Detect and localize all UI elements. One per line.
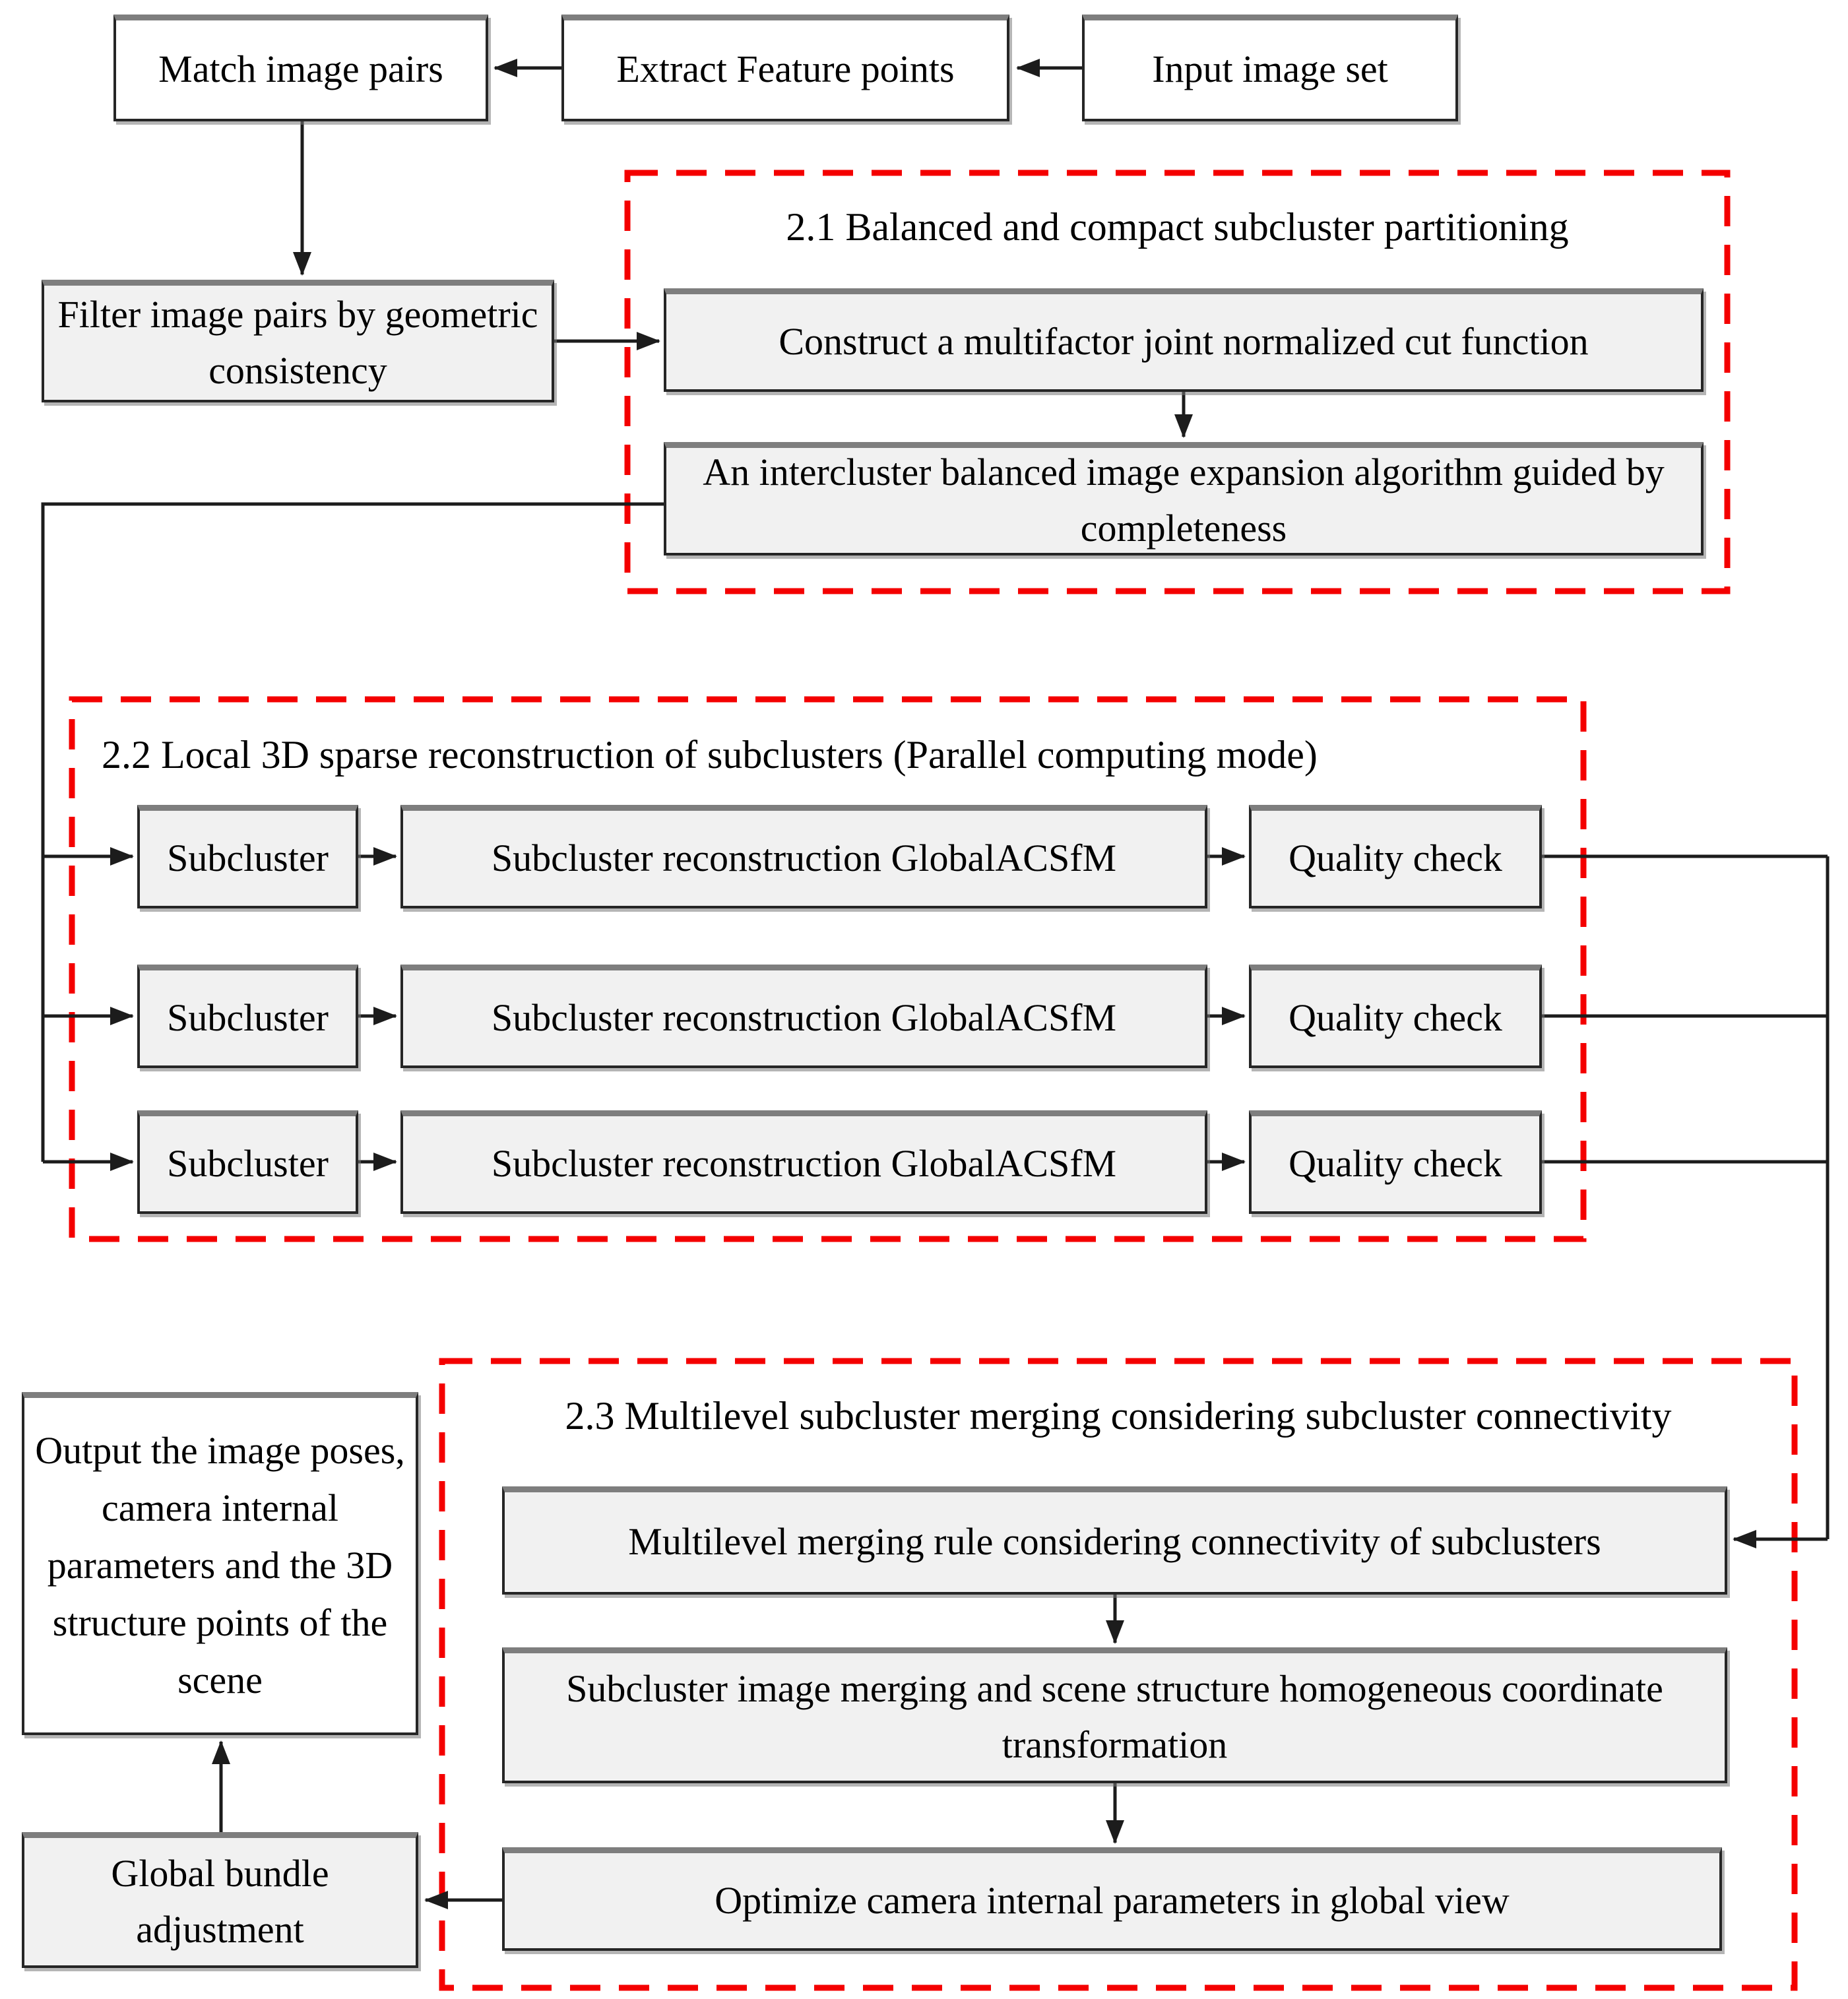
section-2-2-title: 2.2 Local 3D sparse reconstruction of su… xyxy=(102,733,1318,777)
node-quality-check-2: Quality check xyxy=(1249,965,1542,1068)
node-quality-check-3: Quality check xyxy=(1249,1110,1542,1214)
node-reconstruction-2: Subcluster reconstruction GlobalACSfM xyxy=(400,965,1207,1068)
section-2-1-dashed-frame xyxy=(624,170,1731,594)
node-output-results: Output the image poses, camera internal … xyxy=(22,1392,418,1735)
node-subcluster-2: Subcluster xyxy=(137,965,358,1068)
section-2-3-dashed-frame xyxy=(439,1358,1798,1991)
line-expansion-to-left-trunk xyxy=(41,502,664,1162)
node-global-bundle-adjustment: Global bundle adjustment xyxy=(22,1832,418,1968)
node-intercluster-expansion: An intercluster balanced image expansion… xyxy=(664,442,1704,555)
node-reconstruction-3: Subcluster reconstruction GlobalACSfM xyxy=(400,1110,1207,1214)
node-match-image-pairs: Match image pairs xyxy=(113,15,488,121)
node-input-image-set: Input image set xyxy=(1082,15,1458,121)
node-subcluster-3: Subcluster xyxy=(137,1110,358,1214)
node-construct-ncut: Construct a multifactor joint normalized… xyxy=(664,288,1704,392)
node-subcluster-1: Subcluster xyxy=(137,805,358,908)
node-optimize-camera-parameters: Optimize camera internal parameters in g… xyxy=(502,1847,1722,1951)
node-multilevel-merge-rule: Multilevel merging rule considering conn… xyxy=(502,1486,1727,1595)
node-extract-feature-points: Extract Feature points xyxy=(561,15,1009,121)
node-reconstruction-1: Subcluster reconstruction GlobalACSfM xyxy=(400,805,1207,908)
section-2-3-title: 2.3 Multilevel subcluster merging consid… xyxy=(565,1394,1672,1438)
node-subcluster-image-merging: Subcluster image merging and scene struc… xyxy=(502,1647,1727,1783)
node-filter-image-pairs: Filter image pairs by geometric consiste… xyxy=(42,280,554,402)
section-2-2-dashed-frame xyxy=(69,696,1587,1242)
node-quality-check-1: Quality check xyxy=(1249,805,1542,908)
section-2-1-title: 2.1 Balanced and compact subcluster part… xyxy=(786,205,1569,249)
